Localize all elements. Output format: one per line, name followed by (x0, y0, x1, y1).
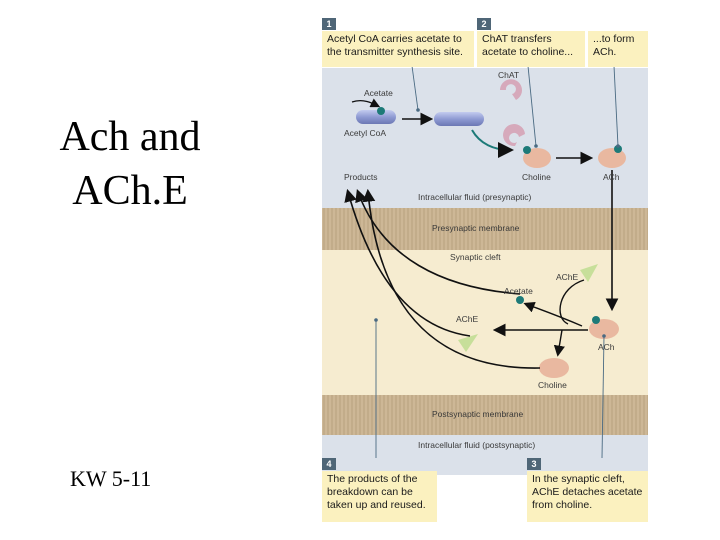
arrow-chat-flow (471, 129, 514, 158)
step-2-badge: 2 (477, 18, 491, 30)
arrow-recycle-3 (362, 188, 541, 369)
pointer-step-3 (601, 335, 605, 459)
label-acetyl-coa: Acetyl CoA (344, 128, 387, 138)
pointer-step-ach (613, 65, 619, 147)
arrow-ache-loop (559, 279, 585, 325)
label-acetate-top: Acetate (364, 88, 393, 98)
ach-molecule-top (598, 145, 626, 168)
chat-enzyme (500, 79, 522, 100)
arrow-breakdown-choline (553, 329, 565, 357)
pointer-step-2 (527, 65, 537, 147)
diagram-canvas (322, 65, 648, 475)
label-choline-bottom: Choline (538, 380, 567, 390)
label-intracellular-pre: Intracellular fluid (presynaptic) (418, 192, 532, 202)
ache-enzyme-left (458, 334, 478, 352)
step-4-box: The products of the breakdown can be tak… (322, 471, 437, 522)
step-4-text: The products of the breakdown can be tak… (327, 473, 426, 511)
pointer-step-1 (411, 65, 419, 111)
presynaptic-fluid-region (322, 68, 648, 208)
acetate-dot-icon (377, 107, 385, 115)
step-2b-text: ...to form ACh. (593, 33, 635, 58)
arrow-recycle-1 (355, 188, 521, 295)
step-1-text: Acetyl CoA carries acetate to the transm… (327, 33, 463, 58)
step-1-badge: 1 (322, 18, 336, 30)
label-choline-top: Choline (522, 172, 551, 182)
acetate-dot-mid-icon (516, 296, 524, 304)
slide-title-text: Ach and ACh.E (59, 114, 201, 214)
choline-molecule-bottom (539, 358, 569, 378)
arrow-acetate-loading (351, 98, 381, 108)
step-3-badge: 3 (527, 458, 541, 470)
slide-title: Ach and ACh.E (20, 110, 240, 218)
ach-molecule-bottom (589, 316, 619, 339)
label-synaptic-cleft: Synaptic cleft (450, 252, 501, 262)
acetyl-coa-carrier-free (434, 112, 484, 126)
step-1-box: Acetyl CoA carries acetate to the transm… (322, 31, 474, 67)
arrow-breakdown-acetate (523, 301, 583, 327)
label-ach-top: ACh (603, 172, 620, 182)
label-ache-left: AChE (456, 314, 479, 324)
label-ach-bottom: ACh (598, 342, 615, 352)
step-2-text: ChAT transfers acetate to choline... (482, 33, 574, 58)
label-acetate-mid: Acetate (504, 286, 533, 296)
step-3-box: In the synaptic cleft, AChE detaches ace… (527, 471, 648, 522)
ache-enzyme-right (580, 264, 598, 282)
step-2-box: ChAT transfers acetate to choline... (477, 31, 585, 67)
label-postsynaptic-membrane: Postsynaptic membrane (432, 409, 524, 419)
chat-bound-complex (503, 124, 551, 168)
ach-diagram: 1 Acetyl CoA carries acetate to the tran… (322, 18, 648, 522)
label-intracellular-post: Intracellular fluid (postsynaptic) (418, 440, 536, 450)
step-2b-box: ...to form ACh. (588, 31, 648, 67)
label-products: Products (344, 172, 378, 182)
label-ache-right: AChE (556, 272, 579, 282)
step-3-text: In the synaptic cleft, AChE detaches ace… (532, 473, 643, 511)
acetyl-coa-carrier (356, 107, 396, 124)
label-chat: ChAT (498, 70, 520, 80)
label-presynaptic-membrane: Presynaptic membrane (432, 223, 520, 233)
step-4-badge: 4 (322, 458, 336, 470)
slide-footer: KW 5-11 (70, 466, 152, 491)
